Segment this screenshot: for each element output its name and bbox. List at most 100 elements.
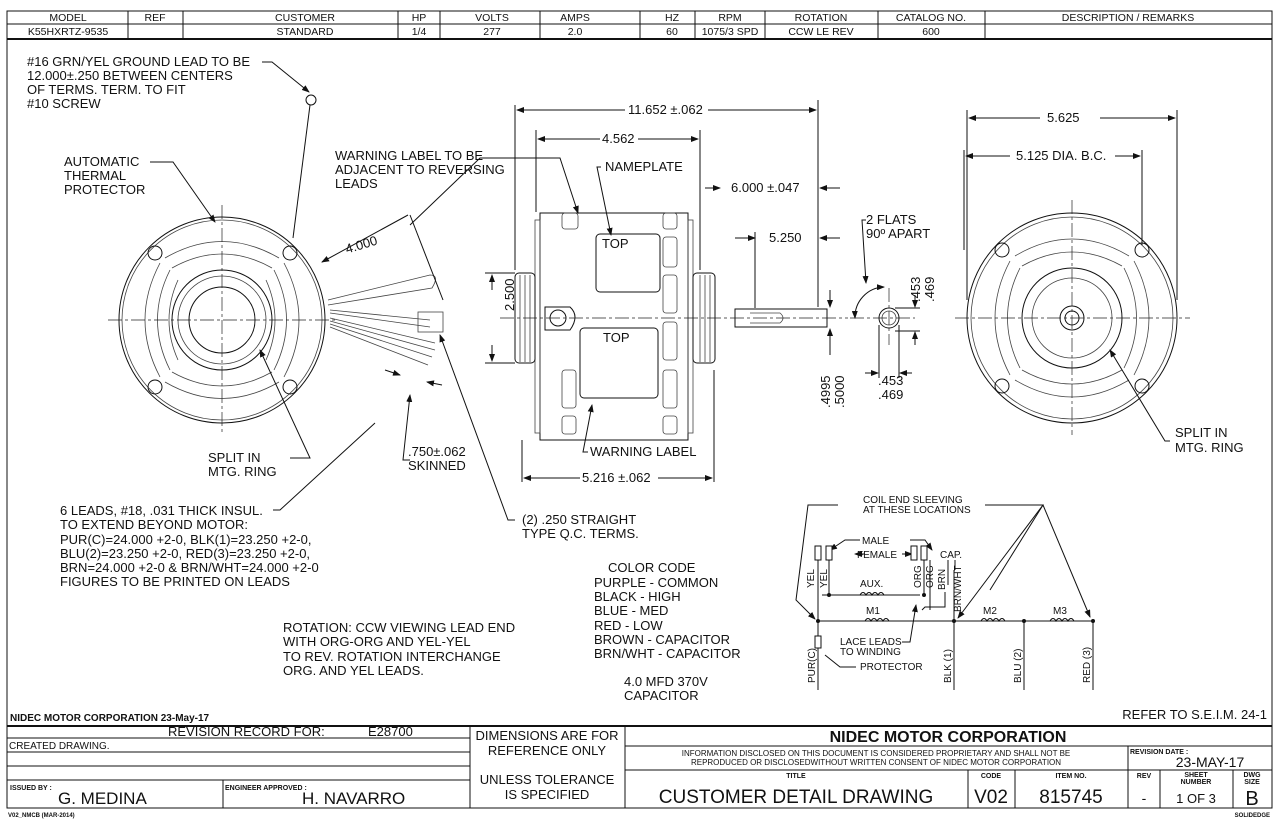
lead-blu: BLU (2) — [1013, 649, 1024, 683]
height-2500-dim: 2.500 — [502, 278, 517, 311]
thermal-protector-3: PROTECTOR — [64, 182, 145, 197]
color-code-item: RED - LOW — [594, 618, 663, 633]
header-hp-label: HP — [412, 12, 427, 24]
warning-label-note-2: ADJACENT TO REVERSING — [335, 162, 505, 177]
left-callouts: #16 GRN/YEL GROUND LEAD TO BE 12.000±.25… — [27, 54, 639, 541]
warning-label-note-3: LEADS — [335, 176, 378, 191]
leads-note-line: FIGURES TO BE PRINTED ON LEADS — [60, 574, 290, 589]
overall-dia-dim: 5.625 — [1047, 110, 1080, 125]
revision-entry: CREATED DRAWING. — [9, 741, 110, 752]
header-rotation-label: ROTATION — [795, 12, 848, 24]
color-code: COLOR CODE PURPLE - COMMON BLACK - HIGH … — [594, 560, 741, 703]
side-view: TOP TOP — [500, 212, 848, 441]
rpm-value: 1075/3 SPD — [702, 26, 759, 38]
ground-lead-note-3: OF TERMS. TERM. TO FIT — [27, 82, 186, 97]
split-ring-left-1: SPLIT IN — [208, 450, 261, 465]
dimensions-note: IS SPECIFIED — [505, 787, 590, 802]
m1-label: M1 — [866, 606, 880, 617]
split-ring-right-2: MTG. RING — [1175, 440, 1244, 455]
top-label-upper: TOP — [602, 236, 629, 251]
coil-sleeving-note: AT THESE LOCATIONS — [863, 505, 971, 516]
shell-length-dim: 4.562 — [602, 131, 635, 146]
model-value: K55HXRTZ-9535 — [28, 26, 109, 38]
coil-icons — [859, 592, 1075, 622]
flats-note-1: 2 FLATS — [866, 212, 917, 227]
title-label: TITLE — [786, 773, 806, 780]
lead-yel: YEL — [806, 569, 817, 588]
side-view-dimensions — [485, 100, 840, 482]
aux-label: AUX. — [860, 579, 883, 590]
flat-vertical-max: .469 — [922, 277, 937, 302]
split-ring-right-1: SPLIT IN — [1175, 425, 1228, 440]
cap-label: CAP. — [940, 550, 962, 561]
shaft-5250-dim: 5.250 — [769, 230, 802, 245]
rev-label: REV — [1137, 773, 1152, 780]
sheet-label: NUMBER — [1181, 779, 1212, 786]
header-rpm-label: RPM — [718, 12, 741, 24]
ground-lead-note-4: #10 SCREW — [27, 96, 101, 111]
bolt-circle-dim: 5.125 DIA. B.C. — [1016, 148, 1106, 163]
title-block: NIDEC MOTOR CORPORATION 23-May-17 REFER … — [7, 707, 1272, 819]
shaft-dia-min: .4995 — [818, 375, 833, 408]
rotation-note-line: WITH ORG-ORG AND YEL-YEL — [283, 634, 471, 649]
rotation-note-line: ORG. AND YEL LEADS. — [283, 663, 424, 678]
color-code-item: BRN/WHT - CAPACITOR — [594, 646, 741, 661]
protector-label: PROTECTOR — [860, 662, 923, 673]
color-code-title: COLOR CODE — [608, 560, 696, 575]
company-name: NIDEC MOTOR CORPORATION — [830, 729, 1067, 746]
flats-note-2: 90º APART — [866, 226, 930, 241]
lead-blk: BLK (1) — [943, 649, 954, 683]
header-model-label: MODEL — [49, 12, 87, 24]
flat-vertical-min: .453 — [908, 277, 923, 302]
dimensions-note: UNLESS TOLERANCE — [480, 772, 615, 787]
m2-label: M2 — [983, 606, 997, 617]
body-length-dim: 5.216 ±.062 — [582, 470, 651, 485]
color-code-item: PURPLE - COMMON — [594, 575, 718, 590]
qc-terms-note-2: TYPE Q.C. TERMS. — [522, 526, 639, 541]
lead-brnwht: BRN/WHT — [953, 565, 964, 612]
engineer-label: ENGINEER APPROVED : — [225, 785, 307, 792]
thermal-protector-1: AUTOMATIC — [64, 154, 139, 169]
item-value: 815745 — [1039, 787, 1102, 808]
capacitor-spec: CAPACITOR — [624, 688, 699, 703]
engineer-value: H. NAVARRO — [302, 789, 405, 808]
warning-label: WARNING LABEL — [590, 444, 696, 459]
ground-lead-note-1: #16 GRN/YEL GROUND LEAD TO BE — [27, 54, 250, 69]
code-value: V02 — [974, 787, 1008, 808]
color-code-item: BROWN - CAPACITOR — [594, 632, 730, 647]
header-volts-label: VOLTS — [475, 12, 509, 24]
side-view-labels: 11.652 ±.062 4.562 NAMEPLATE 6.000 ±.047… — [502, 102, 937, 485]
wiring-diagram: COIL END SLEEVING AT THESE LOCATIONS MAL… — [795, 495, 1095, 690]
split-ring-left-2: MTG. RING — [208, 464, 277, 479]
lead-red: RED (3) — [1082, 647, 1093, 683]
lead-length-dim: 4.000 — [344, 233, 380, 257]
rotation-note-line: ROTATION: CCW VIEWING LEAD END — [283, 620, 515, 635]
issued-by-value: G. MEDINA — [58, 789, 147, 808]
rev-value: - — [1142, 790, 1147, 806]
revision-date-label: REVISION DATE : — [1130, 749, 1188, 756]
dwg-size-label: SIZE — [1244, 779, 1260, 786]
shaft-end-view: 5.625 5.125 DIA. B.C. SPLIT IN MTG. RING — [955, 110, 1244, 455]
revision-record-value: E28700 — [368, 724, 413, 739]
leads-note-line: 6 LEADS, #18, .031 THICK INSUL. — [60, 503, 263, 518]
female-label: FEMALE — [857, 550, 897, 561]
left-leaders — [150, 61, 515, 521]
company-date: NIDEC MOTOR CORPORATION 23-May-17 — [10, 713, 210, 724]
leads-note-line: PUR(C)=24.000 +2-0, BLK(1)=23.250 +2-0, — [60, 532, 311, 547]
revision-record-label: REVISION RECORD FOR: — [168, 724, 325, 739]
rotation-value: CCW LE REV — [788, 26, 853, 38]
lead-org: ORG — [913, 565, 924, 588]
code-label: CODE — [981, 773, 1002, 780]
header-customer-label: CUSTOMER — [275, 12, 335, 24]
lead-end-view — [108, 94, 444, 435]
hp-value: 1/4 — [412, 26, 427, 38]
leads-note-line: BRN=24.000 +2-0 & BRN/WHT=24.000 +2-0 — [60, 560, 319, 575]
dimensions-note: DIMENSIONS ARE FOR — [475, 728, 618, 743]
header-hz-label: HZ — [665, 12, 680, 24]
lace-leads-note: TO WINDING — [840, 647, 901, 658]
lead-org: ORG — [925, 565, 936, 588]
sheet-value: 1 OF 3 — [1176, 791, 1216, 806]
ground-lead-note-2: 12.000±.250 BETWEEN CENTERS — [27, 68, 233, 83]
leads-note-line: TO EXTEND BEYOND MOTOR: — [60, 517, 248, 532]
leads-note-line: BLU(2)=23.250 +2-0, RED(3)=23.250 +2-0, — [60, 546, 310, 561]
